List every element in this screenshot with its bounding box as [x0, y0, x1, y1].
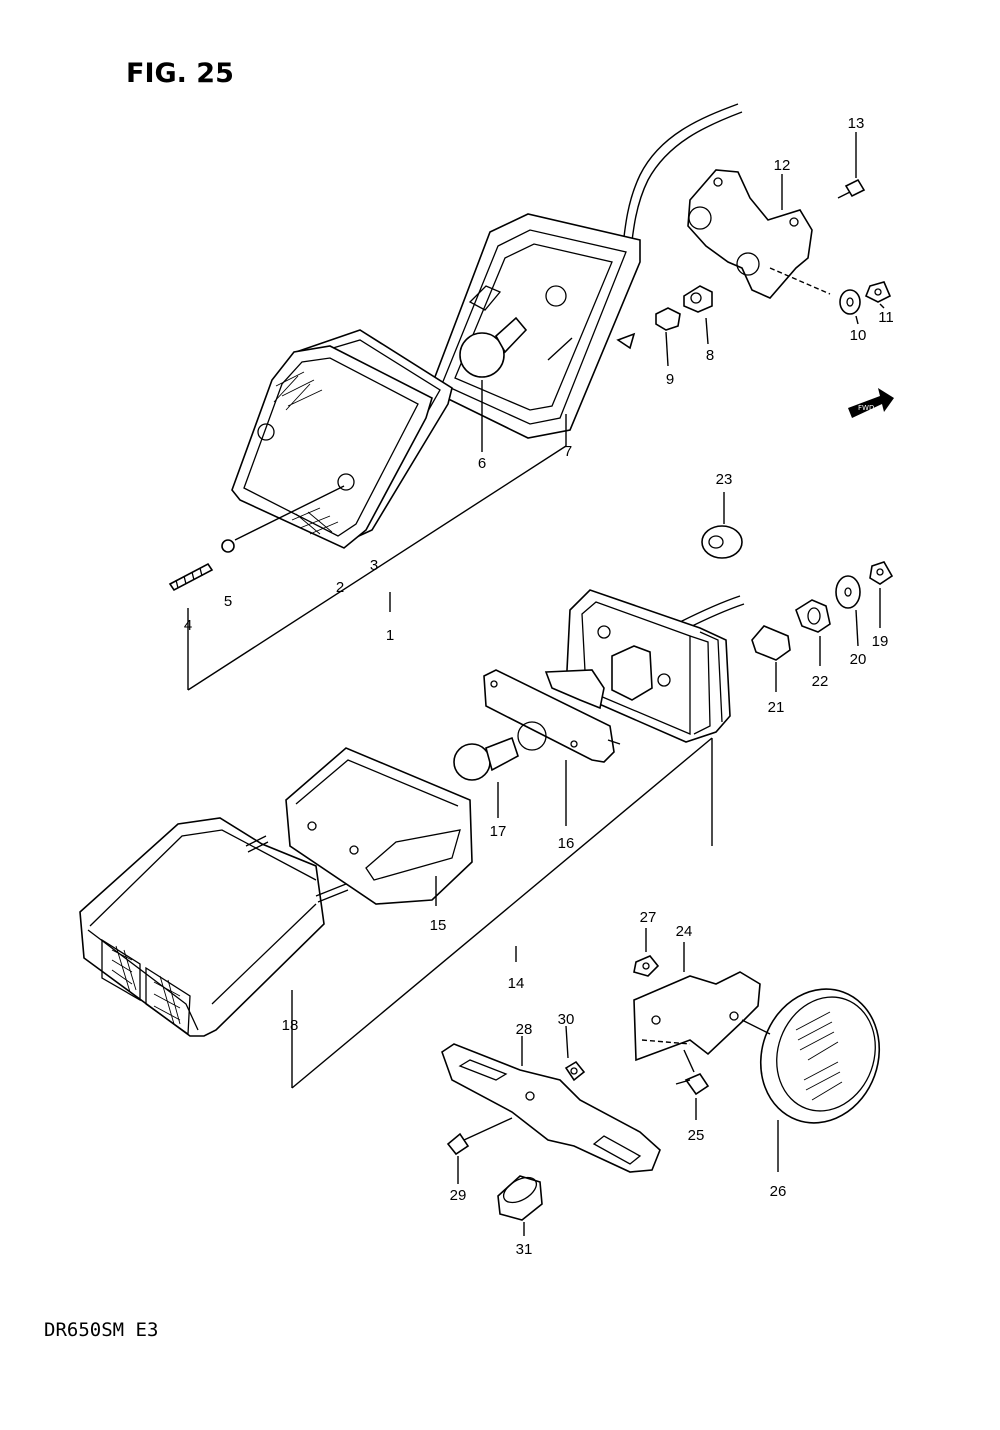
upper-tail-light-assembly	[168, 103, 743, 691]
lower-light-assembly	[79, 589, 745, 1089]
callout-27: 27	[640, 909, 657, 926]
callout-21: 21	[768, 699, 785, 716]
upper-bracket-hardware	[481, 132, 892, 452]
lower-hardware	[751, 561, 894, 692]
callout-20: 20	[850, 651, 867, 668]
callout-29: 29	[450, 1187, 467, 1204]
callout-9: 9	[666, 371, 674, 388]
callout-19: 19	[872, 633, 889, 650]
callout-8: 8	[706, 347, 714, 364]
grommet-23	[701, 492, 743, 559]
callout-11: 11	[878, 309, 894, 326]
reflector-bracket-assembly	[633, 928, 881, 1172]
callout-3: 3	[370, 557, 378, 574]
callout-13: 13	[848, 115, 865, 132]
callout-5: 5	[224, 593, 232, 610]
callout-22: 22	[812, 673, 829, 690]
model-code: DR650SM E3	[44, 1319, 158, 1341]
callout-7: 7	[564, 443, 572, 460]
callout-2: 2	[336, 579, 344, 596]
callout-17: 17	[490, 823, 507, 840]
callout-25: 25	[688, 1127, 705, 1144]
fwd-label: FWD	[858, 404, 874, 412]
callout-24: 24	[676, 923, 693, 940]
callout-23: 23	[716, 471, 733, 488]
callout-1: 1	[386, 627, 394, 644]
callout-4: 4	[184, 617, 192, 634]
callout-26: 26	[770, 1183, 787, 1200]
callout-16: 16	[558, 835, 575, 852]
callout-10: 10	[850, 327, 867, 344]
plate-bracket-assembly	[441, 1025, 661, 1236]
callout-12: 12	[774, 157, 791, 174]
callout-15: 15	[430, 917, 447, 934]
callout-14: 14	[508, 975, 525, 992]
callout-numbers: 1 2 3 4 5 6 7 8 9 10 11 12 13 14 15 16 1…	[184, 115, 894, 1258]
callout-30: 30	[558, 1011, 575, 1028]
figure-title: FIG. 25	[126, 58, 234, 89]
callout-31: 31	[516, 1241, 533, 1258]
callout-28: 28	[516, 1021, 533, 1038]
forward-arrow-icon: FWD	[848, 388, 894, 418]
callout-18: 18	[282, 1017, 299, 1034]
callout-6: 6	[478, 455, 486, 472]
